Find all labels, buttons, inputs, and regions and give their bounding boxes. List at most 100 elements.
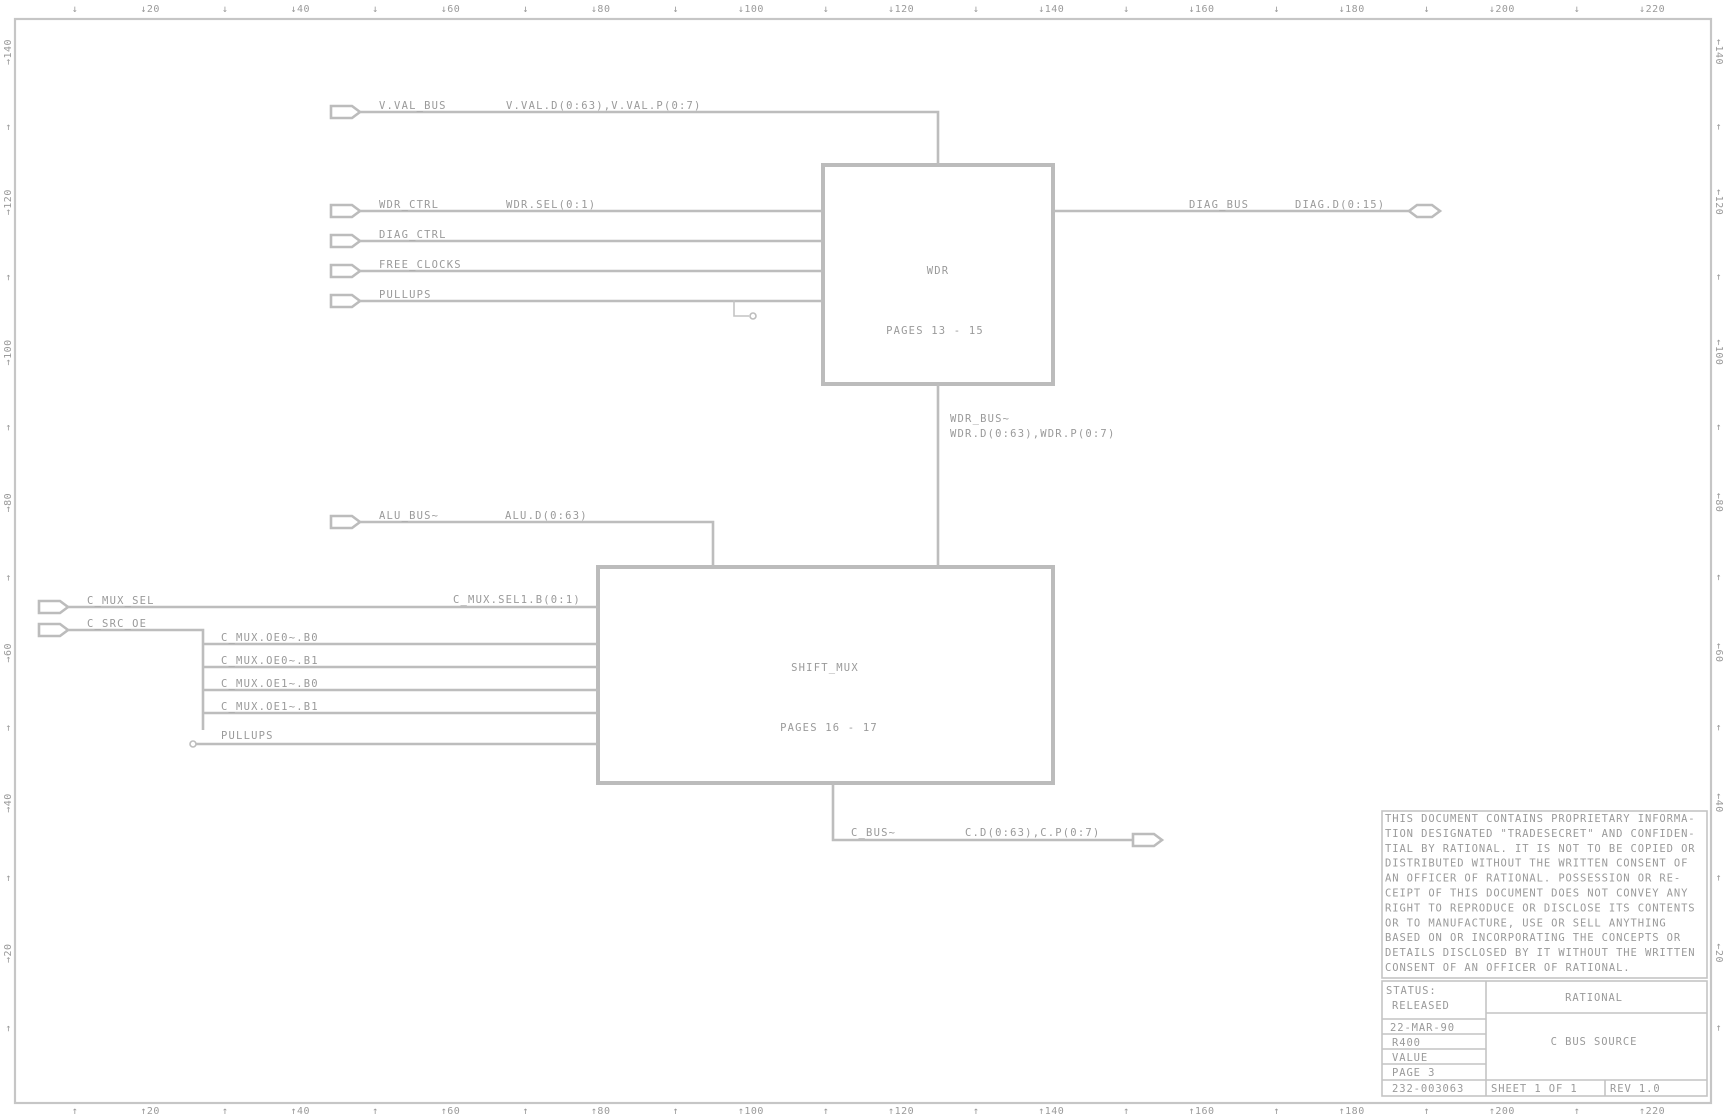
c-src-oe-port-label: C_SRC_OE xyxy=(87,618,147,630)
ruler-left-mark: → xyxy=(3,424,14,431)
c-bus-signal-label: C.D(0:63),C.P(0:7) xyxy=(965,827,1100,839)
proprietary-notice-line: CONSENT OF AN OFFICER OF RATIONAL. xyxy=(1385,962,1631,974)
ruler-left-mark: →140 xyxy=(3,39,14,65)
ruler-bottom-mark: ↑ xyxy=(522,1106,529,1117)
port-wdr-ctrl[interactable] xyxy=(329,203,363,219)
proprietary-notice-line: OR TO MANUFACTURE, USE OR SELL ANYTHING xyxy=(1385,917,1667,929)
ruler-right-mark: ←60 xyxy=(1713,643,1724,663)
ruler-top-mark: ↓ xyxy=(1424,4,1431,15)
wire-c-src-oe xyxy=(68,628,205,730)
ruler-top-mark: ↓160 xyxy=(1188,4,1214,15)
v-val-bus-signal-label: V.VAL.D(0:63),V.VAL.P(0:7) xyxy=(506,100,702,112)
pullups-top-port-label: PULLUPS xyxy=(379,289,432,301)
oe-line-label: C_MUX.OE1~.B1 xyxy=(221,701,319,713)
proprietary-notice-line: TION DESIGNATED "TRADESECRET" AND CONFID… xyxy=(1385,828,1696,840)
title-block-rev: REV 1.0 xyxy=(1610,1083,1661,1095)
port-c-mux-sel[interactable] xyxy=(37,599,71,615)
ruler-bottom-mark: ↑ xyxy=(1123,1106,1130,1117)
c-mux-sel-port-label: C_MUX_SEL xyxy=(87,595,155,607)
ruler-left-mark: →80 xyxy=(3,493,14,513)
wdr-block-name: WDR xyxy=(927,265,950,277)
title-block-status-label: STATUS: xyxy=(1386,985,1437,997)
alu-bus-port-label: ALU_BUS~ xyxy=(379,510,439,522)
title-block-page: PAGE 3 xyxy=(1392,1067,1435,1079)
ruler-top-mark: ↓180 xyxy=(1339,4,1365,15)
title-block-status-value: RELEASED xyxy=(1392,1000,1450,1012)
ruler-bottom-mark: ↑180 xyxy=(1339,1106,1365,1117)
wdr-bus-signal-label: WDR.D(0:63),WDR.P(0:7) xyxy=(950,428,1115,440)
shift-mux-block[interactable] xyxy=(596,565,1055,785)
port-v-val-bus[interactable] xyxy=(329,104,363,120)
proprietary-notice-line: BASED ON OR INCORPORATING THE CONCEPTS O… xyxy=(1385,932,1681,944)
ruler-top-mark: ↓200 xyxy=(1489,4,1515,15)
ruler-top-mark: ↓220 xyxy=(1639,4,1665,15)
ruler-right-mark: ←20 xyxy=(1713,943,1724,963)
ruler-right-mark: ←80 xyxy=(1713,493,1724,513)
port-c-src-oe[interactable] xyxy=(37,622,71,638)
c-mux-sel-signal-label: C_MUX.SEL1.B(0:1) xyxy=(453,594,581,606)
proprietary-notice-line: CEIPT OF THIS DOCUMENT DOES NOT CONVEY A… xyxy=(1385,888,1688,900)
ruler-left: →140→→120→→100→→80→→60→→40→→20→ xyxy=(3,39,14,1032)
ruler-bottom-mark: ↑ xyxy=(1424,1106,1431,1117)
ruler-left-mark: → xyxy=(3,875,14,882)
ruler-bottom-mark: ↑120 xyxy=(888,1106,914,1117)
ruler-right-mark: ← xyxy=(1713,274,1724,281)
port-free-clocks[interactable] xyxy=(329,263,363,279)
ruler-right-mark: ←100 xyxy=(1713,339,1724,365)
ruler-bottom-mark: ↑40 xyxy=(291,1106,311,1117)
ruler-right-mark: ← xyxy=(1713,574,1724,581)
ruler-bottom-mark: ↑ xyxy=(372,1106,379,1117)
port-diag-ctrl[interactable] xyxy=(329,233,363,249)
ruler-top-mark: ↓ xyxy=(222,4,229,15)
oe-line-label: C_MUX.OE0~.B0 xyxy=(221,632,319,644)
shift-mux-block-pages: PAGES 16 - 17 xyxy=(780,722,878,734)
ruler-right: ←140←←120←←100←←80←←60←←40←←20← xyxy=(1713,39,1724,1032)
wdr-ctrl-signal-label: WDR.SEL(0:1) xyxy=(506,199,596,211)
ruler-left-mark: →40 xyxy=(3,793,14,813)
ruler-left-mark: → xyxy=(3,124,14,131)
ruler-bottom-mark: ↑160 xyxy=(1188,1106,1214,1117)
free-clocks-port-label: FREE_CLOCKS xyxy=(379,259,462,271)
ruler-top-mark: ↓100 xyxy=(738,4,764,15)
ruler-top-mark: ↓80 xyxy=(591,4,611,15)
ruler-bottom-mark: ↑60 xyxy=(441,1106,461,1117)
title-block-title: C BUS SOURCE xyxy=(1551,1036,1638,1048)
title-block-sheet: SHEET 1 OF 1 xyxy=(1491,1083,1578,1095)
pullups-bottom-terminal xyxy=(189,740,197,748)
diag-ctrl-port-label: DIAG_CTRL xyxy=(379,229,447,241)
ruler-top-mark: ↓20 xyxy=(140,4,160,15)
ruler-right-mark: ←140 xyxy=(1713,39,1724,65)
wire-v-val-bus xyxy=(360,110,940,165)
shift-mux-block-name: SHIFT_MUX xyxy=(791,662,859,674)
proprietary-notice-box xyxy=(1381,810,1708,979)
proprietary-notice-line: DISTRIBUTED WITHOUT THE WRITTEN CONSENT … xyxy=(1385,858,1688,870)
port-pullups-top[interactable] xyxy=(329,293,363,309)
oe-line-label: C_MUX.OE0~.B1 xyxy=(221,655,319,667)
wdr-block-pages: PAGES 13 - 15 xyxy=(886,325,984,337)
wdr-ctrl-port-label: WDR_CTRL xyxy=(379,199,439,211)
ruler-right-mark: ← xyxy=(1713,1025,1724,1032)
ruler-top-mark: ↓60 xyxy=(441,4,461,15)
ruler-bottom-mark: ↑20 xyxy=(140,1106,160,1117)
pullups-top-terminal xyxy=(749,312,757,320)
ruler-top-mark: ↓ xyxy=(522,4,529,15)
port-diag-bus[interactable] xyxy=(1406,203,1443,219)
ruler-left-mark: → xyxy=(3,274,14,281)
title-block-model: R400 xyxy=(1392,1037,1421,1049)
ruler-left-mark: →60 xyxy=(3,643,14,663)
port-c-bus[interactable] xyxy=(1131,832,1165,848)
ruler-right-mark: ←40 xyxy=(1713,793,1724,813)
ruler-left-mark: →120 xyxy=(3,189,14,215)
proprietary-notice-line: RIGHT TO REPRODUCE OR DISCLOSE ITS CONTE… xyxy=(1385,902,1696,914)
ruler-bottom-mark: ↑ xyxy=(823,1106,830,1117)
wire-c-bus xyxy=(831,783,1133,842)
proprietary-notice-line: DETAILS DISCLOSED BY IT WITHOUT THE WRIT… xyxy=(1385,947,1696,959)
ruler-right-mark: ←120 xyxy=(1713,189,1724,215)
ruler-top-mark: ↓ xyxy=(823,4,830,15)
ruler-left-mark: → xyxy=(3,1025,14,1032)
ruler-top-mark: ↓ xyxy=(1273,4,1280,15)
ruler-top-mark: ↓ xyxy=(973,4,980,15)
ruler-bottom-mark: ↑100 xyxy=(738,1106,764,1117)
port-alu-bus[interactable] xyxy=(329,514,363,530)
ruler-left-mark: → xyxy=(3,574,14,581)
